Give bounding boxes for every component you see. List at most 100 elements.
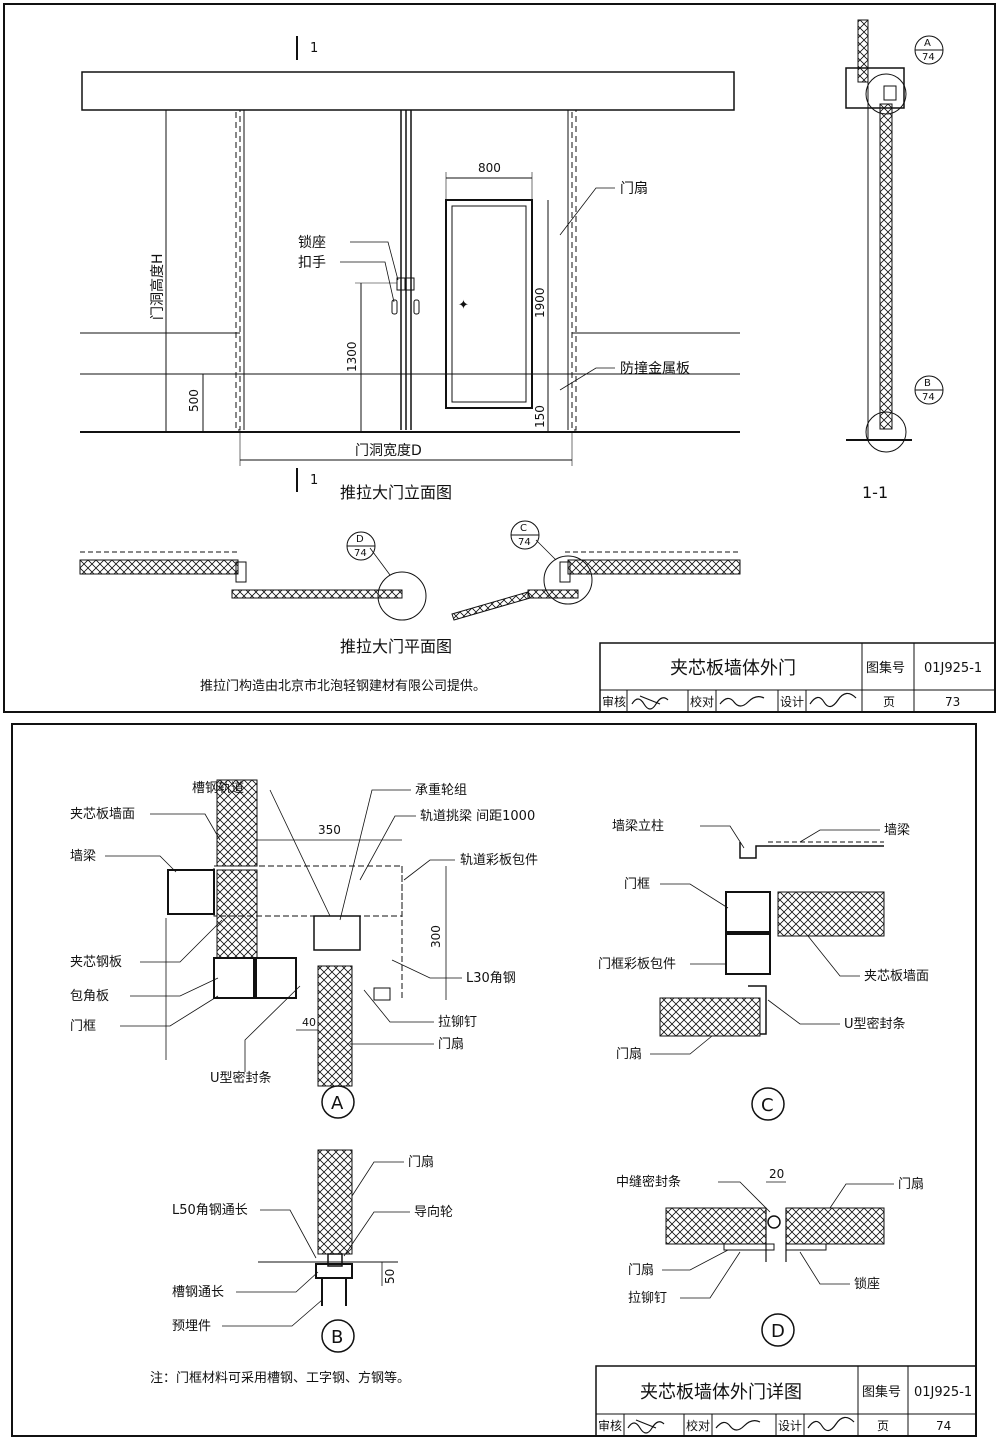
sheet-74: 350 300 40 A 槽钢轨道 承重轮组 轨道挑梁 间距1000 夹芯板墙面… (11, 723, 977, 1437)
plan-frame-left (235, 561, 247, 583)
b-label-channel: 槽钢通长 (172, 1285, 224, 1300)
c-label-door-frame: 门框 (624, 877, 650, 892)
handle-right (413, 299, 420, 315)
plan-wall-right (567, 559, 741, 575)
d-leader-door-leaf-r (829, 1183, 894, 1209)
d-label-rivet: 拉铆钉 (628, 1291, 667, 1306)
d-edge-profiles (765, 1208, 787, 1262)
tb74-page-label: 页 (877, 1419, 889, 1433)
a-label-sandwich-panel: 夹芯钢板 (70, 955, 122, 970)
dim-1300: 1300 (345, 341, 359, 372)
plan-wicket-open (451, 591, 531, 621)
leader-lock-seat (350, 241, 399, 281)
c-label-frame-cover: 门框彩板包件 (598, 957, 676, 972)
c-mark-circle (751, 1087, 785, 1121)
ref-d-sheet: 74 (354, 548, 367, 559)
ref-c-sheet: 74 (518, 537, 531, 548)
tb74-review: 审核 (598, 1418, 622, 1433)
label-handle: 扣手 (298, 255, 326, 271)
caption-plan: 推拉大门平面图 (340, 637, 452, 656)
detail-d: 20 D 中缝密封条 门扇 门扇 拉铆钉 锁座 (616, 1167, 924, 1347)
tb73-title: 夹芯板墙体外门 (670, 658, 796, 679)
d-mark-circle (761, 1313, 795, 1347)
d-lock-seat-plate (785, 1243, 827, 1251)
signature-design-73 (809, 692, 857, 708)
a-label-channel-track: 槽钢轨道 (192, 781, 244, 796)
wicket-knob-icon: ✦ (458, 298, 469, 313)
handle-left (391, 299, 398, 315)
sheet-73-border (3, 3, 996, 713)
a-wall-panel-top (216, 779, 258, 867)
title-block-73-frame (599, 642, 996, 713)
a-label-wheel-set: 承重轮组 (415, 782, 467, 798)
section-view: A 74 B 74 1-1 (845, 19, 944, 502)
c-leader-door-leaf (650, 1035, 713, 1055)
a-frame-tube-1 (213, 957, 255, 999)
c-label-wall-beam: 墙梁 (884, 823, 910, 838)
a-leader-angle-l30 (391, 959, 462, 979)
label-lock-seat: 锁座 (298, 235, 326, 251)
b-leader-guide-wheel (343, 1211, 410, 1257)
a-label-door-frame: 门框 (70, 1019, 96, 1034)
a-leader-door-frame (120, 995, 219, 1027)
c-mark: C (761, 1095, 774, 1116)
signature-check-74 (715, 1420, 761, 1431)
plan-leaf-right (527, 589, 579, 599)
label-door-height: 门洞高度H (149, 253, 166, 320)
a-leader-wheel-set (339, 789, 411, 921)
b-embedded-part (321, 1278, 347, 1306)
title-block-74-frame (595, 1365, 977, 1437)
d-door-leaf-right (785, 1207, 885, 1245)
d-rivet-plate (723, 1243, 775, 1251)
leaf-right-edge (571, 109, 577, 431)
ref-a-letter: A (924, 38, 931, 49)
wicket-door-outer (445, 199, 533, 409)
a-leader-track-beam (359, 815, 416, 881)
leaf-left-edge (235, 109, 241, 431)
c-frame-tube-1 (725, 891, 771, 933)
a-wheel-set (313, 915, 361, 951)
section-track-beam (845, 67, 905, 109)
a-door-leaf (317, 965, 353, 1087)
tb73-atlas-no: 01J925-1 (924, 661, 982, 676)
c-column (739, 842, 884, 859)
tb74-title: 夹芯板墙体外门详图 (640, 1382, 802, 1403)
label-metal-plate: 防撞金属板 (620, 361, 690, 377)
leader-ref-d (369, 547, 391, 576)
tb73-atlas-label: 图集号 (866, 660, 905, 676)
plan-frame-right (559, 561, 571, 583)
a-leader-channel-track (269, 789, 331, 917)
b-label-angle-l50: L50角钢通长 (172, 1203, 248, 1218)
d-leader-mid-seal (718, 1181, 771, 1213)
c-frame-tube-2 (725, 933, 771, 975)
callout-c-circle (543, 555, 593, 605)
a-leader-corner-board (130, 977, 219, 997)
c-leader-u-seal (767, 999, 840, 1025)
b-leader-angle-l50 (260, 1209, 317, 1259)
a-label-u-seal: U型密封条 (210, 1070, 272, 1086)
a-leader-rivet (363, 989, 434, 1023)
a-mark-circle (321, 1085, 355, 1119)
b-door-leaf (317, 1149, 353, 1255)
a-label-corner-board: 包角板 (70, 989, 109, 1004)
a-angle-l30 (373, 987, 391, 1001)
tb73-page-no: 73 (945, 695, 960, 709)
d-leader-lock-seat (799, 1251, 850, 1285)
d-label-mid-seal: 中缝密封条 (616, 1174, 681, 1190)
a-label-wall-face: 夹芯板墙面 (70, 807, 135, 822)
leader-ref-c (535, 539, 557, 561)
dim-1900: 1900 (533, 287, 547, 318)
tb74-check: 校对 (686, 1418, 710, 1433)
a-sandwich-panel (216, 869, 258, 959)
c-leader-wall-beam (799, 829, 880, 843)
section-door-leaf (879, 103, 893, 430)
a-dim-350: 350 (318, 823, 341, 837)
a-label-rivet: 拉铆钉 (438, 1015, 477, 1030)
signature-review-74 (627, 1419, 665, 1434)
c-label-column: 墙梁立柱 (612, 819, 664, 834)
c-leader-door-frame (660, 883, 729, 909)
plan-view: D 74 C 74 推拉大门平面图 (79, 520, 741, 656)
b-dim-50: 50 (383, 1269, 397, 1284)
a-track-beam (213, 865, 403, 917)
sheet74-note: 注：门框材料可采用槽钢、工字钢、方钢等。 (150, 1370, 410, 1386)
